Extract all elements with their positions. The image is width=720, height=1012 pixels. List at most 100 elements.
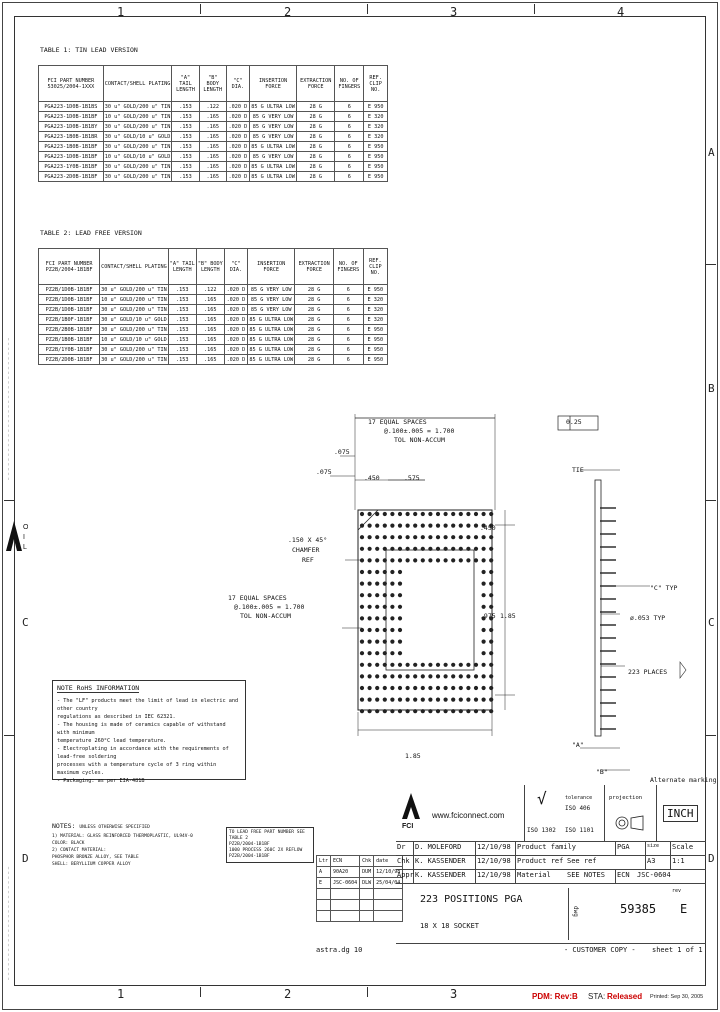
pin-hole	[443, 674, 448, 679]
table-cell: .020 D	[225, 111, 250, 122]
table-cell: 6	[332, 284, 364, 295]
left-dim-tol: TOL NON-ACCUM	[240, 612, 291, 620]
chk-label: Chk	[396, 856, 414, 869]
table-cell: .165	[195, 344, 225, 355]
dim-575: .575	[404, 474, 420, 482]
table1-header-cell: "B" BODY LENGTH	[198, 65, 227, 102]
table-cell: 10 u" GOLD/10 u" GOLD	[99, 334, 169, 345]
zone-col-4-top: 4	[617, 5, 625, 19]
table-cell: .020 D	[225, 131, 250, 142]
table-cell: 6	[334, 101, 365, 112]
pin-hole	[405, 662, 410, 667]
pin-hole	[420, 709, 425, 714]
product-ref-label: Product ref	[517, 857, 564, 865]
table-cell: .020 D	[223, 354, 249, 365]
pin-hole	[382, 569, 387, 575]
table-cell: 30 u" GOLD/200 u" TIN	[102, 171, 173, 182]
table-cell: .153	[171, 161, 200, 172]
appr-label: Appr	[396, 870, 414, 883]
table2-header-cell: EXTRACTION FORCE	[294, 248, 334, 285]
pin-hole	[458, 674, 463, 679]
table-cell: E 320	[363, 131, 388, 142]
rohs-note-line: - The "LF" products meet the limit of le…	[57, 698, 239, 712]
rev-value: E	[680, 902, 688, 916]
website-link[interactable]: www.fciconnect.com	[432, 811, 505, 820]
rohs-note-line: - The housing is made of ceramics capabl…	[57, 722, 226, 736]
pin-hole	[405, 511, 410, 517]
pin-hole	[473, 685, 479, 691]
pin-hole	[473, 674, 479, 679]
pin-hole	[435, 697, 441, 702]
pin-hole	[382, 546, 387, 551]
table-cell: 28 G	[296, 171, 336, 182]
table-cell: 85 G ULTRA LOW	[248, 161, 298, 172]
dim-185: 1.85	[500, 612, 516, 620]
pin-hole	[458, 685, 463, 691]
pin-hole	[489, 662, 494, 667]
pin-hole	[359, 639, 365, 644]
dim-975: .975	[480, 612, 496, 620]
zone-divider-tick	[367, 987, 368, 997]
pin-hole	[451, 674, 456, 679]
pin-hole	[382, 593, 387, 598]
table-cell: .153	[171, 101, 200, 112]
pin-hole	[451, 685, 456, 691]
pin-hole	[375, 535, 380, 540]
pin-hole	[458, 511, 463, 517]
title-info-rows: Dr D. MOLEFORD 12/10/98 Product family P…	[316, 841, 706, 958]
pin-hole	[458, 662, 463, 667]
pin-hole	[420, 674, 425, 679]
table1-header-cell: "C" DIA.	[225, 65, 250, 102]
table-cell: .165	[195, 304, 225, 315]
pin-hole	[405, 685, 410, 691]
table-cell: .153	[171, 131, 200, 142]
table-cell: 28 G	[294, 334, 334, 345]
table2-header-cell: NO. OF FINGERS	[332, 248, 364, 285]
rohs-note-lines: - The "LF" products meet the limit of le…	[57, 697, 241, 785]
pin-hole	[405, 535, 410, 540]
table-cell: PGA223-1B0B-1B1BR	[38, 131, 104, 142]
pin-hole	[489, 639, 494, 644]
pin-hole	[481, 639, 486, 644]
pin-hole	[481, 558, 486, 563]
pin-hole	[481, 662, 486, 667]
pin-hole	[390, 604, 395, 609]
table-cell: PZ2B/2D0B-1B1BF	[37, 354, 101, 365]
pin-hole	[413, 674, 418, 679]
pin-hole	[375, 546, 380, 551]
pin-hole	[375, 627, 380, 633]
pin-hole	[390, 511, 395, 517]
table-cell: E 950	[362, 334, 389, 345]
pin-hole	[367, 616, 372, 621]
table-cell: .122	[195, 284, 225, 295]
table-cell: 85 G ULTRA LOW	[247, 334, 296, 345]
pin-hole	[420, 546, 425, 551]
check-mark-icon: √	[537, 789, 547, 808]
table-cell: .165	[195, 294, 225, 305]
pin-hole	[413, 511, 418, 517]
table2-caption: TABLE 2: LEAD FREE VERSION	[40, 229, 142, 237]
pin-hole	[367, 535, 372, 540]
pin-hole	[397, 639, 403, 644]
note-line: 1) MATERIAL: GLASS REINFORCED THERMOPLAS…	[52, 834, 193, 839]
pin-hole	[382, 685, 387, 691]
left-dim-value: @.100±.005 = 1.700	[234, 603, 305, 611]
pin-hole	[489, 709, 494, 714]
pin-hole	[397, 581, 403, 586]
table-cell: .165	[198, 121, 227, 132]
table-cell: .020 D	[223, 284, 249, 295]
pin-hole	[481, 616, 486, 621]
side-b: "B"	[596, 768, 608, 776]
table-cell: 85 G ULTRA LOW	[247, 324, 296, 335]
pin-hole	[458, 535, 463, 540]
pin-hole	[375, 709, 380, 714]
table-cell: 30 u" GOLD/200 u" TIN	[102, 101, 173, 112]
dim-075b: .075	[316, 468, 332, 476]
